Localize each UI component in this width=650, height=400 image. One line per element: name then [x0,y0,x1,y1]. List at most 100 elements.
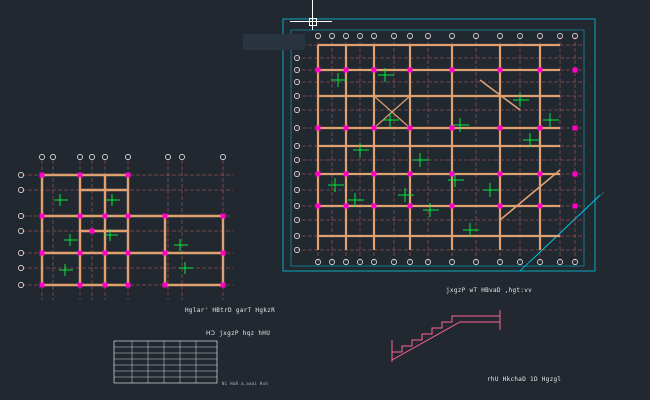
column [77,282,83,288]
column [572,171,578,177]
grid-bubble [425,33,431,39]
column [315,171,321,177]
grid-bubble [315,33,321,39]
grid-bubble [371,259,377,265]
column [39,250,45,256]
grid-bubble [391,259,397,265]
grid-bubble [329,33,335,39]
column [39,282,45,288]
grid-bubble [18,250,24,256]
grid-bubble [179,154,185,160]
column [220,213,226,219]
grid-bubble [497,259,503,265]
grid-bubble [343,33,349,39]
column [343,67,349,73]
small-plan-title: Hglar' HBtrD garT HgkzR [185,307,275,314]
grid-bubble [18,172,24,178]
schedule-table [113,340,218,384]
grid-bubble [473,259,479,265]
column [125,250,131,256]
column [220,282,226,288]
column [162,250,168,256]
grid-bubble [517,259,523,265]
column [343,203,349,209]
column [537,203,543,209]
grid-bubble [357,33,363,39]
grid-bubble [557,259,563,265]
column [125,172,131,178]
column [572,67,578,73]
grid-bubble [449,33,455,39]
column [407,171,413,177]
column [449,67,455,73]
column [407,67,413,73]
column [315,67,321,73]
beam [479,79,521,111]
grid-bubble [294,171,300,177]
stair-section-detail [391,310,501,362]
grid-bubble [18,228,24,234]
column [449,203,455,209]
grid-bubble [391,33,397,39]
grid-bubble [50,154,56,160]
column [497,125,503,131]
column [537,67,543,73]
grid-bubble [537,259,543,265]
grid-bubble [572,259,578,265]
grid-bubble [294,67,300,73]
drawing-border [519,194,601,272]
column [572,125,578,131]
drawing-border [282,18,596,272]
grid-bubble [537,33,543,39]
grid-bubble [18,265,24,271]
grid-bubble [371,33,377,39]
column [537,125,543,131]
table-title: ꓧꓛ jxgzP hqz hHU [206,330,271,337]
column [343,171,349,177]
grid-bubble [425,259,431,265]
column [102,213,108,219]
grid-bubble [473,33,479,39]
large-floor-plan [282,18,605,272]
column [162,282,168,288]
column [371,125,377,131]
column [125,282,131,288]
grid-bubble [294,55,300,61]
column [407,203,413,209]
column [371,203,377,209]
grid-bubble [294,217,300,223]
grid-bubble [449,259,455,265]
grid-bubble [517,33,523,39]
column [39,172,45,178]
small-floor-plan [18,154,233,300]
column [77,250,83,256]
grid-bubble [102,154,108,160]
grid-bubble [572,33,578,39]
grid-bubble [329,259,335,265]
column [449,125,455,131]
grid-bubble [407,259,413,265]
column [315,125,321,131]
column [572,203,578,209]
column [39,213,45,219]
grid-bubble [343,259,349,265]
beam [499,169,561,221]
grid-bubble [497,33,503,39]
table-frame [113,340,218,384]
drawing-border-inner [290,29,585,267]
column [315,203,321,209]
column [89,228,95,234]
grid-bubble [294,157,300,163]
grid-bubble [294,79,300,85]
grid-bubble [294,187,300,193]
grid-bubble [294,233,300,239]
column [371,171,377,177]
grid-bubble [18,282,24,288]
large-plan-title: jxgzP wT HBvaD ,hgt:vv [446,287,533,294]
grid-bubble [294,247,300,253]
grid-bubble [220,154,226,160]
grid-bubble [294,203,300,209]
grid-bubble [294,107,300,113]
grid-bubble [407,33,413,39]
